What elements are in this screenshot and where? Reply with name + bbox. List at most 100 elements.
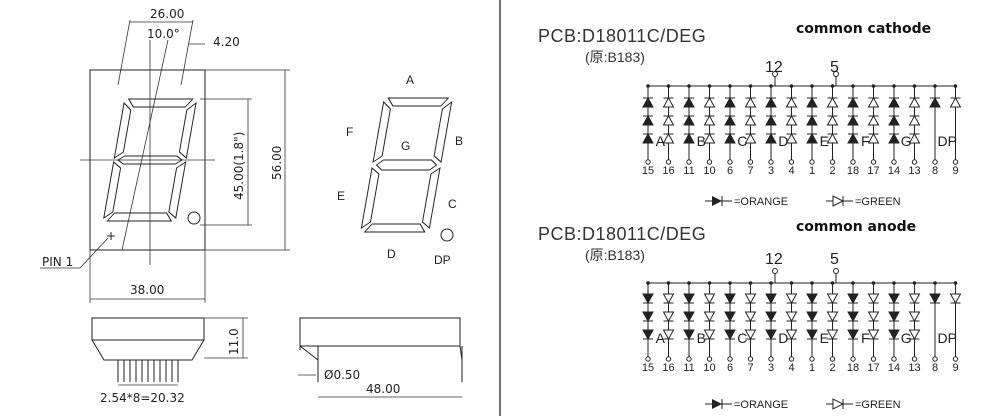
led-diode — [744, 132, 757, 144]
led-diode — [908, 293, 921, 305]
led-diode — [867, 96, 880, 108]
pin-number: 11 — [683, 362, 694, 374]
led-diode — [765, 132, 777, 144]
pin-number: 2 — [829, 165, 835, 177]
led-diode — [888, 293, 900, 305]
pin-number: 14 — [888, 362, 900, 374]
led-diode — [888, 329, 900, 341]
led-diode — [683, 329, 695, 341]
seg-label-e: E — [337, 189, 345, 203]
led-diode — [847, 311, 859, 323]
pin-number: 4 — [788, 362, 794, 374]
legend-orange: =ORANGE — [734, 399, 788, 411]
pin-number: 18 — [847, 362, 859, 374]
led-diode — [785, 114, 798, 126]
led-diode — [744, 114, 757, 126]
pin-number: 14 — [888, 165, 900, 177]
led-diode — [703, 293, 716, 305]
front-view: 26.00 10.0° 4.20 45.00(1.8") 56.00 38.00… — [40, 7, 290, 303]
led-diode — [642, 293, 654, 305]
slant-line — [121, 39, 169, 251]
legend-orange: =ORANGE — [734, 196, 788, 208]
pin-number: 13 — [908, 165, 920, 177]
led-diode — [888, 132, 900, 144]
side-view-right: Ø0.50 48.00 — [298, 317, 463, 398]
seg-label-dp: DP — [434, 253, 451, 267]
led-diode — [785, 96, 798, 108]
seg-label-b: B — [455, 134, 463, 148]
legend: =ORANGE =GREEN — [705, 195, 901, 208]
led-diode — [806, 293, 818, 305]
segment-letter: F — [861, 133, 870, 149]
pin-number: 17 — [867, 165, 879, 177]
led-diode — [806, 114, 818, 126]
common-pin-12: 12 — [765, 251, 783, 268]
pin-number: 17 — [867, 362, 879, 374]
led-diode — [744, 329, 757, 341]
pin-number: 9 — [952, 165, 958, 177]
segment-letter: A — [656, 133, 666, 149]
led-diode — [744, 96, 757, 108]
led-diode — [662, 293, 675, 305]
led-diode — [765, 329, 777, 341]
led-diode — [765, 114, 777, 126]
dim-overall-width: 26.00 — [150, 7, 184, 21]
seg-label-g: G — [401, 139, 410, 153]
pcb-code: PCB:D18011C/DEG — [538, 26, 706, 46]
led-diode — [867, 293, 880, 305]
pin-number: 7 — [747, 165, 753, 177]
led-diode — [888, 114, 900, 126]
led-diode — [703, 329, 716, 341]
led-diode — [847, 293, 859, 305]
pin-number: 11 — [683, 165, 694, 177]
led-diode — [642, 114, 654, 126]
led-diode — [724, 329, 736, 341]
dim-side-height: 11.0 — [227, 328, 241, 355]
legend: =ORANGE =GREEN — [705, 398, 901, 411]
dim-angle: 10.0° — [147, 27, 180, 41]
led-diode — [642, 96, 654, 108]
schematic-title: common cathode — [796, 21, 931, 37]
dim-body-width: 38.00 — [130, 283, 164, 297]
diode-array — [642, 71, 962, 165]
dp-dot — [187, 211, 201, 225]
led-diode — [867, 311, 880, 323]
led-diode — [908, 311, 921, 323]
led-diode — [908, 114, 921, 126]
led-diode — [867, 132, 880, 144]
segment-letter: D — [778, 330, 788, 346]
led-diode — [806, 311, 818, 323]
led-diode — [703, 114, 716, 126]
led-diode — [867, 329, 880, 341]
led-diode — [949, 96, 962, 108]
led-diode — [765, 293, 777, 305]
schematic-title: common anode — [796, 219, 916, 235]
led-diode — [847, 132, 859, 144]
common-pin-12: 12 — [765, 59, 783, 76]
dim-total-height: 56.00 — [270, 146, 284, 180]
legend-green: =GREEN — [855, 196, 901, 208]
segment-letter: E — [820, 133, 829, 149]
led-diode — [703, 96, 716, 108]
segment-letter: D — [778, 133, 788, 149]
pin-number: 15 — [642, 165, 654, 177]
pin-number: 9 — [952, 362, 958, 374]
led-diode — [683, 132, 695, 144]
pin-number: 3 — [768, 362, 774, 374]
dim-pin-pitch: 2.54*8=20.32 — [100, 391, 185, 405]
segment-letter: DP — [938, 133, 957, 149]
led-diode — [806, 96, 818, 108]
led-diode — [785, 311, 798, 323]
pin-number: 18 — [847, 165, 859, 177]
segment-label-view: A B C D E F G DP — [337, 73, 463, 267]
segment-letter: F — [861, 330, 870, 346]
pin-number: 7 — [747, 362, 753, 374]
led-diode — [785, 293, 798, 305]
seg-label-a: A — [406, 73, 414, 87]
pin-number: 2 — [829, 362, 835, 374]
led-diode — [683, 311, 695, 323]
led-diode — [765, 96, 777, 108]
